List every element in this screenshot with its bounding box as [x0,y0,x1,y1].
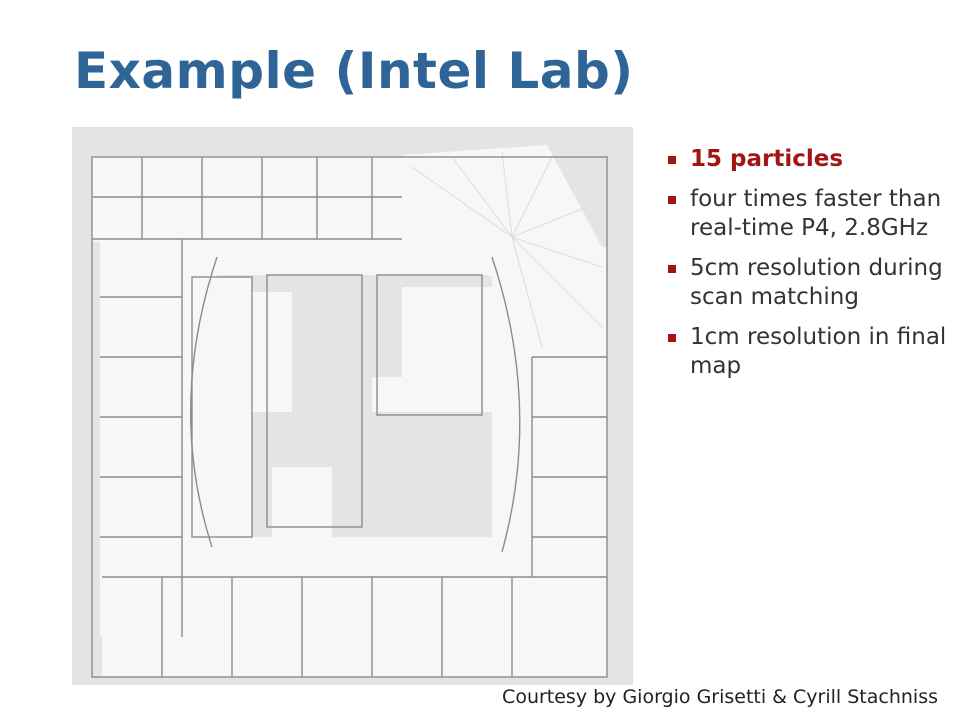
bullet-item-particles: 15 particles [668,145,948,174]
map-free-space [92,145,607,677]
bullet-text: 1cm resolution in final map [690,324,947,379]
map-scan-rays [411,151,603,348]
bullet-item-scan-resolution: 5cm resolution during scan matching [668,254,948,312]
square-bullet-icon [668,334,676,342]
bullet-item-map-resolution: 1cm resolution in final map [668,323,948,381]
square-bullet-icon [668,265,676,273]
bullet-text: four times faster than real-time P4, 2.8… [690,186,942,241]
square-bullet-icon [668,156,676,164]
square-bullet-icon [668,196,676,204]
slide-title: Example (Intel Lab) [74,42,634,100]
bullet-list: 15 particles four times faster than real… [668,145,948,392]
map-image [91,145,608,678]
occupancy-grid-map [72,127,633,685]
bullet-text: 5cm resolution during scan matching [690,255,943,310]
bullet-text: 15 particles [690,146,844,172]
bullet-item-speed: four times faster than real-time P4, 2.8… [668,185,948,243]
map-walls [91,156,608,678]
credit-line: Courtesy by Giorgio Grisetti & Cyrill St… [502,686,938,708]
